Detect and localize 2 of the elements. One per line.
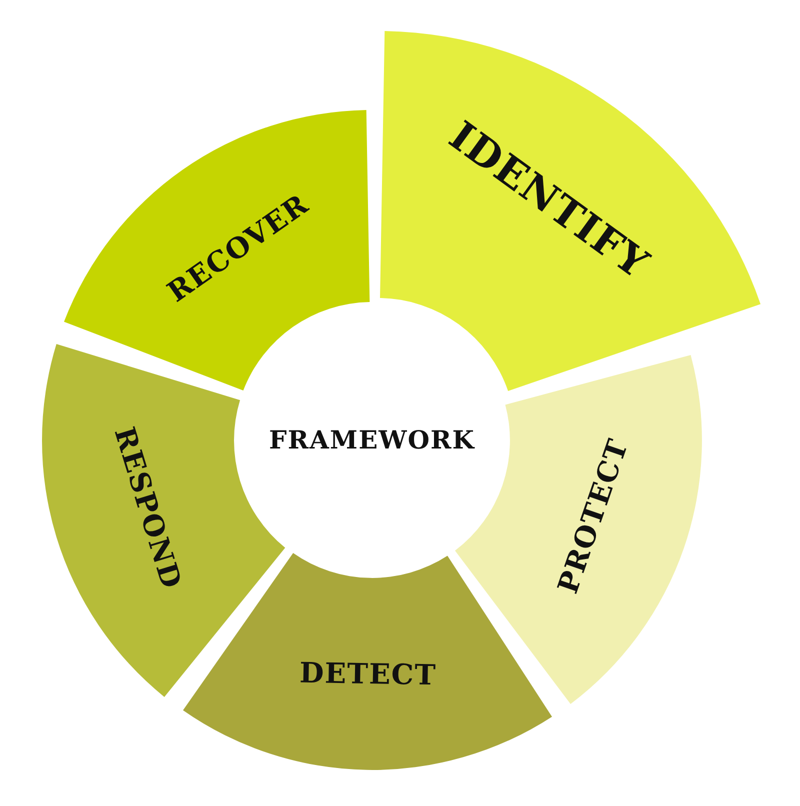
segment-label: DETECT — [299, 656, 437, 692]
center-label: FRAMEWORK — [269, 426, 475, 454]
